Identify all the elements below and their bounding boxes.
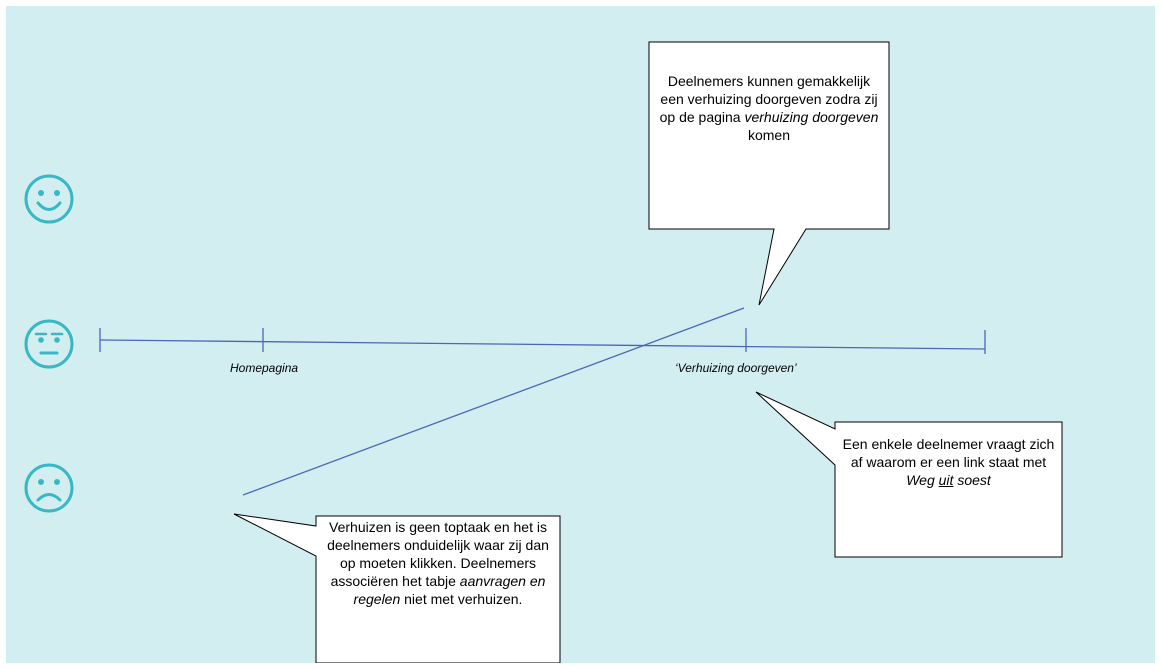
callout-bottom-tail: niet met verhuizen. bbox=[404, 591, 523, 607]
callout-bottom-text: Verhuizen is geen toptaak en het is deel… bbox=[324, 518, 552, 608]
smiley-happy-icon bbox=[24, 174, 74, 224]
callout-right-emph-soest: soest bbox=[957, 472, 991, 488]
callout-right-emph-weg: Weg bbox=[906, 472, 935, 488]
experience-line bbox=[242, 307, 745, 496]
callout-top-line1: Deelnemers kunnen gemakkelijk een verhui… bbox=[659, 73, 878, 125]
timeline-axis bbox=[99, 339, 986, 350]
journey-map-canvas: Homepagina ‘Verhuizing doorgeven’ Deelne… bbox=[6, 6, 1155, 663]
callout-top-line2: komen bbox=[747, 127, 791, 143]
step-label-moving: ‘Verhuizing doorgeven’ bbox=[675, 361, 797, 375]
callout-right-shape bbox=[755, 391, 1063, 558]
callout-right-body: Een enkele deelnemer vraagt zich af waar… bbox=[842, 436, 1055, 470]
smiley-neutral-icon bbox=[24, 319, 74, 369]
callout-right-text: Een enkele deelnemer vraagt zich af waar… bbox=[842, 435, 1055, 489]
step-label-homepage: Homepagina bbox=[230, 361, 299, 375]
journey-diagram bbox=[99, 41, 1063, 663]
callout-top-emphasis: verhuizing doorgeven bbox=[744, 109, 879, 125]
callout-top-shape bbox=[648, 41, 890, 306]
callout-top-text: Deelnemers kunnen gemakkelijk een verhui… bbox=[656, 72, 882, 144]
callout-bottom-body: Verhuizen is geen toptaak en het is deel… bbox=[327, 519, 549, 589]
smiley-sad-icon bbox=[24, 463, 74, 513]
callout-right-emph-uit: uit bbox=[938, 472, 954, 488]
callout-bottom-shape bbox=[233, 513, 561, 663]
callout-bottom-emphasis: aanvragen en regelen bbox=[353, 573, 546, 607]
